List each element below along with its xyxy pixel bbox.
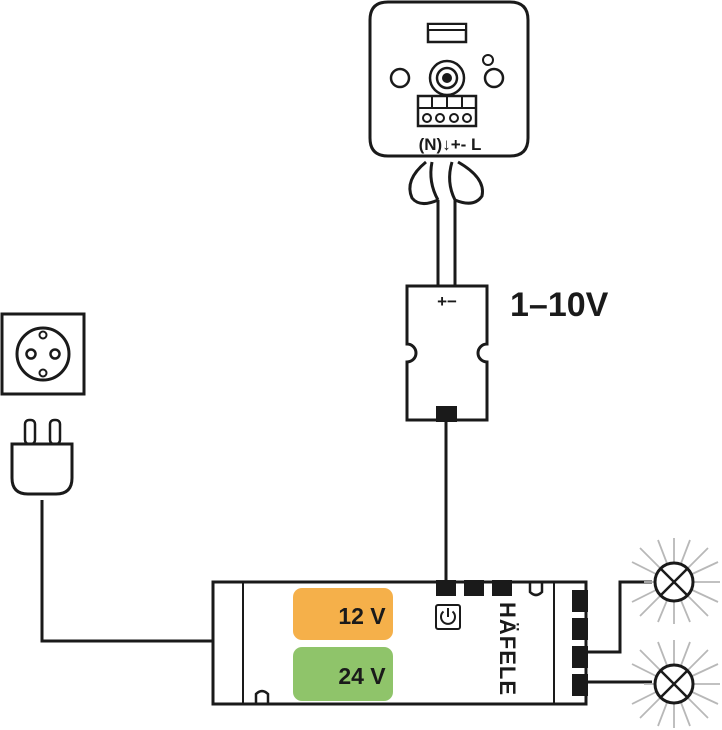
driver-top-connectors [436,580,512,596]
power-icon [435,604,461,630]
led-driver: 12 V 24 V HÄFELE [211,580,588,706]
power-plug-icon [10,418,74,496]
badge-24v-label: 24 V [338,663,386,689]
interface-polarity-label: +− [437,292,457,311]
wire-driver-to-lamp-top [586,580,652,654]
dimmer-terminal-block [416,94,478,128]
dimmer-terminal-labels: (N)↓+- L [419,135,482,154]
lamp-top-rays [631,538,720,624]
driver-output-connectors [572,590,588,696]
interface-connector [436,406,457,422]
lamp-icon [631,640,720,728]
wall-socket-icon [0,312,86,396]
dimmer-knob [428,59,466,97]
badge-12v [293,588,393,640]
wire-plug-to-driver [40,500,213,643]
dimmer: (N)↓+- L [368,0,530,205]
dimmer-cable-loops [408,160,484,205]
lamp-icon [631,538,720,624]
signal-label: 1–10V [510,286,609,324]
interface-box: +− [405,284,489,422]
wires [40,200,652,684]
brand-logo: HÄFELE [495,602,520,696]
badge-24v [293,647,393,701]
lamp-bottom-rays [631,640,720,728]
badge-12v-label: 12 V [338,603,386,629]
